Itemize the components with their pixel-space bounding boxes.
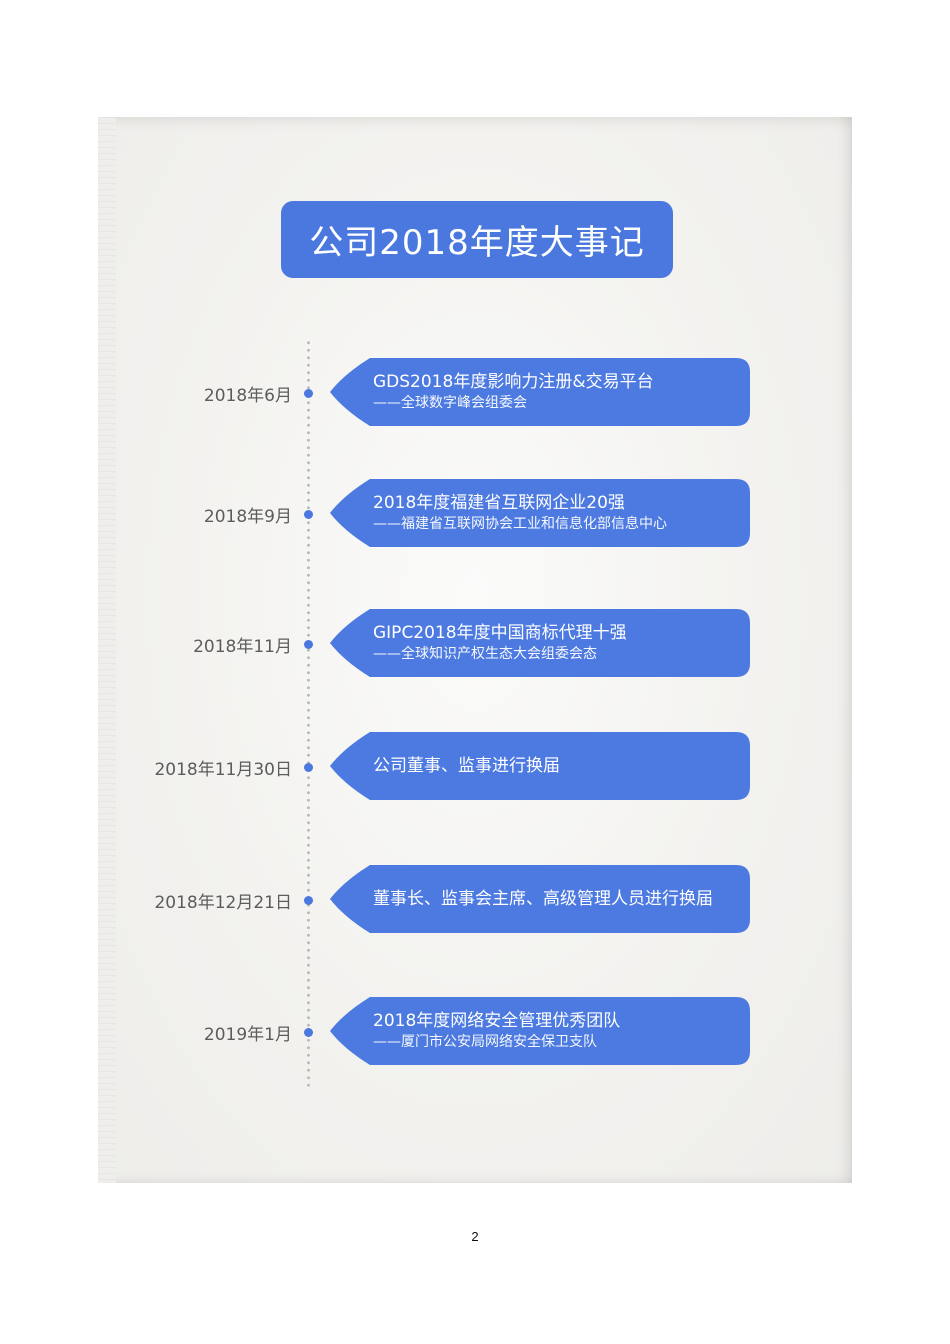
timeline-dot-icon — [304, 1028, 313, 1037]
event-subtitle: ——厦门市公安局网络安全保卫支队 — [373, 1034, 597, 1050]
event-date: 2018年11月 — [193, 636, 292, 657]
event-subtitle: ——全球数字峰会组委会 — [373, 395, 527, 411]
event-subtitle: ——福建省互联网协会工业和信息化部信息中心 — [373, 516, 667, 532]
timeline-event: 2018年9月 2018年度福建省互联网企业20强 ——福建省互联网协会工业和信… — [98, 479, 852, 549]
poster-title-text: 公司2018年度大事记 — [309, 223, 645, 263]
timeline-dot-icon — [304, 640, 313, 649]
event-title: 2018年度网络安全管理优秀团队 — [373, 1011, 621, 1031]
timeline-event: 2018年11月30日 公司董事、监事进行换届 — [98, 732, 852, 802]
event-card: 公司董事、监事进行换届 — [330, 732, 750, 800]
event-title: GDS2018年度影响力注册&交易平台 — [373, 372, 654, 392]
poster-binding-edge — [98, 117, 116, 1183]
timeline-dot-icon — [304, 510, 313, 519]
event-card: 2018年度网络安全管理优秀团队 ——厦门市公安局网络安全保卫支队 — [330, 997, 750, 1065]
event-date: 2018年6月 — [203, 385, 292, 406]
event-title: 公司董事、监事进行换届 — [373, 756, 560, 776]
timeline-dot-icon — [304, 763, 313, 772]
timeline-event: 2018年6月 GDS2018年度影响力注册&交易平台 ——全球数字峰会组委会 — [98, 358, 852, 428]
event-date: 2018年12月21日 — [154, 892, 292, 913]
event-subtitle: ——全球知识产权生态大会组委会态 — [373, 646, 597, 662]
poster-title: 公司2018年度大事记 — [281, 201, 673, 278]
event-title: 2018年度福建省互联网企业20强 — [373, 493, 625, 513]
timeline-event: 2018年11月 GIPC2018年度中国商标代理十强 ——全球知识产权生态大会… — [98, 609, 852, 679]
event-title: 董事长、监事会主席、高级管理人员进行换届 — [373, 889, 713, 909]
timeline-event: 2018年12月21日 董事长、监事会主席、高级管理人员进行换届 — [98, 865, 852, 935]
event-title: GIPC2018年度中国商标代理十强 — [373, 623, 627, 643]
timeline-dot-icon — [304, 896, 313, 905]
timeline-dot-icon — [304, 389, 313, 398]
event-card: GIPC2018年度中国商标代理十强 ——全球知识产权生态大会组委会态 — [330, 609, 750, 677]
timeline-dotted-line — [307, 339, 310, 1089]
page-number: 2 — [471, 1229, 479, 1244]
event-card: GDS2018年度影响力注册&交易平台 ——全球数字峰会组委会 — [330, 358, 750, 426]
timeline-poster: 公司2018年度大事记 2018年6月 GDS2018年度影响力注册&交易平台 … — [98, 117, 852, 1183]
event-date: 2018年9月 — [203, 506, 292, 527]
event-card: 2018年度福建省互联网企业20强 ——福建省互联网协会工业和信息化部信息中心 — [330, 479, 750, 547]
event-date: 2019年1月 — [203, 1024, 292, 1045]
event-date: 2018年11月30日 — [154, 759, 292, 780]
timeline-event: 2019年1月 2018年度网络安全管理优秀团队 ——厦门市公安局网络安全保卫支… — [98, 997, 852, 1067]
event-card: 董事长、监事会主席、高级管理人员进行换届 — [330, 865, 750, 933]
